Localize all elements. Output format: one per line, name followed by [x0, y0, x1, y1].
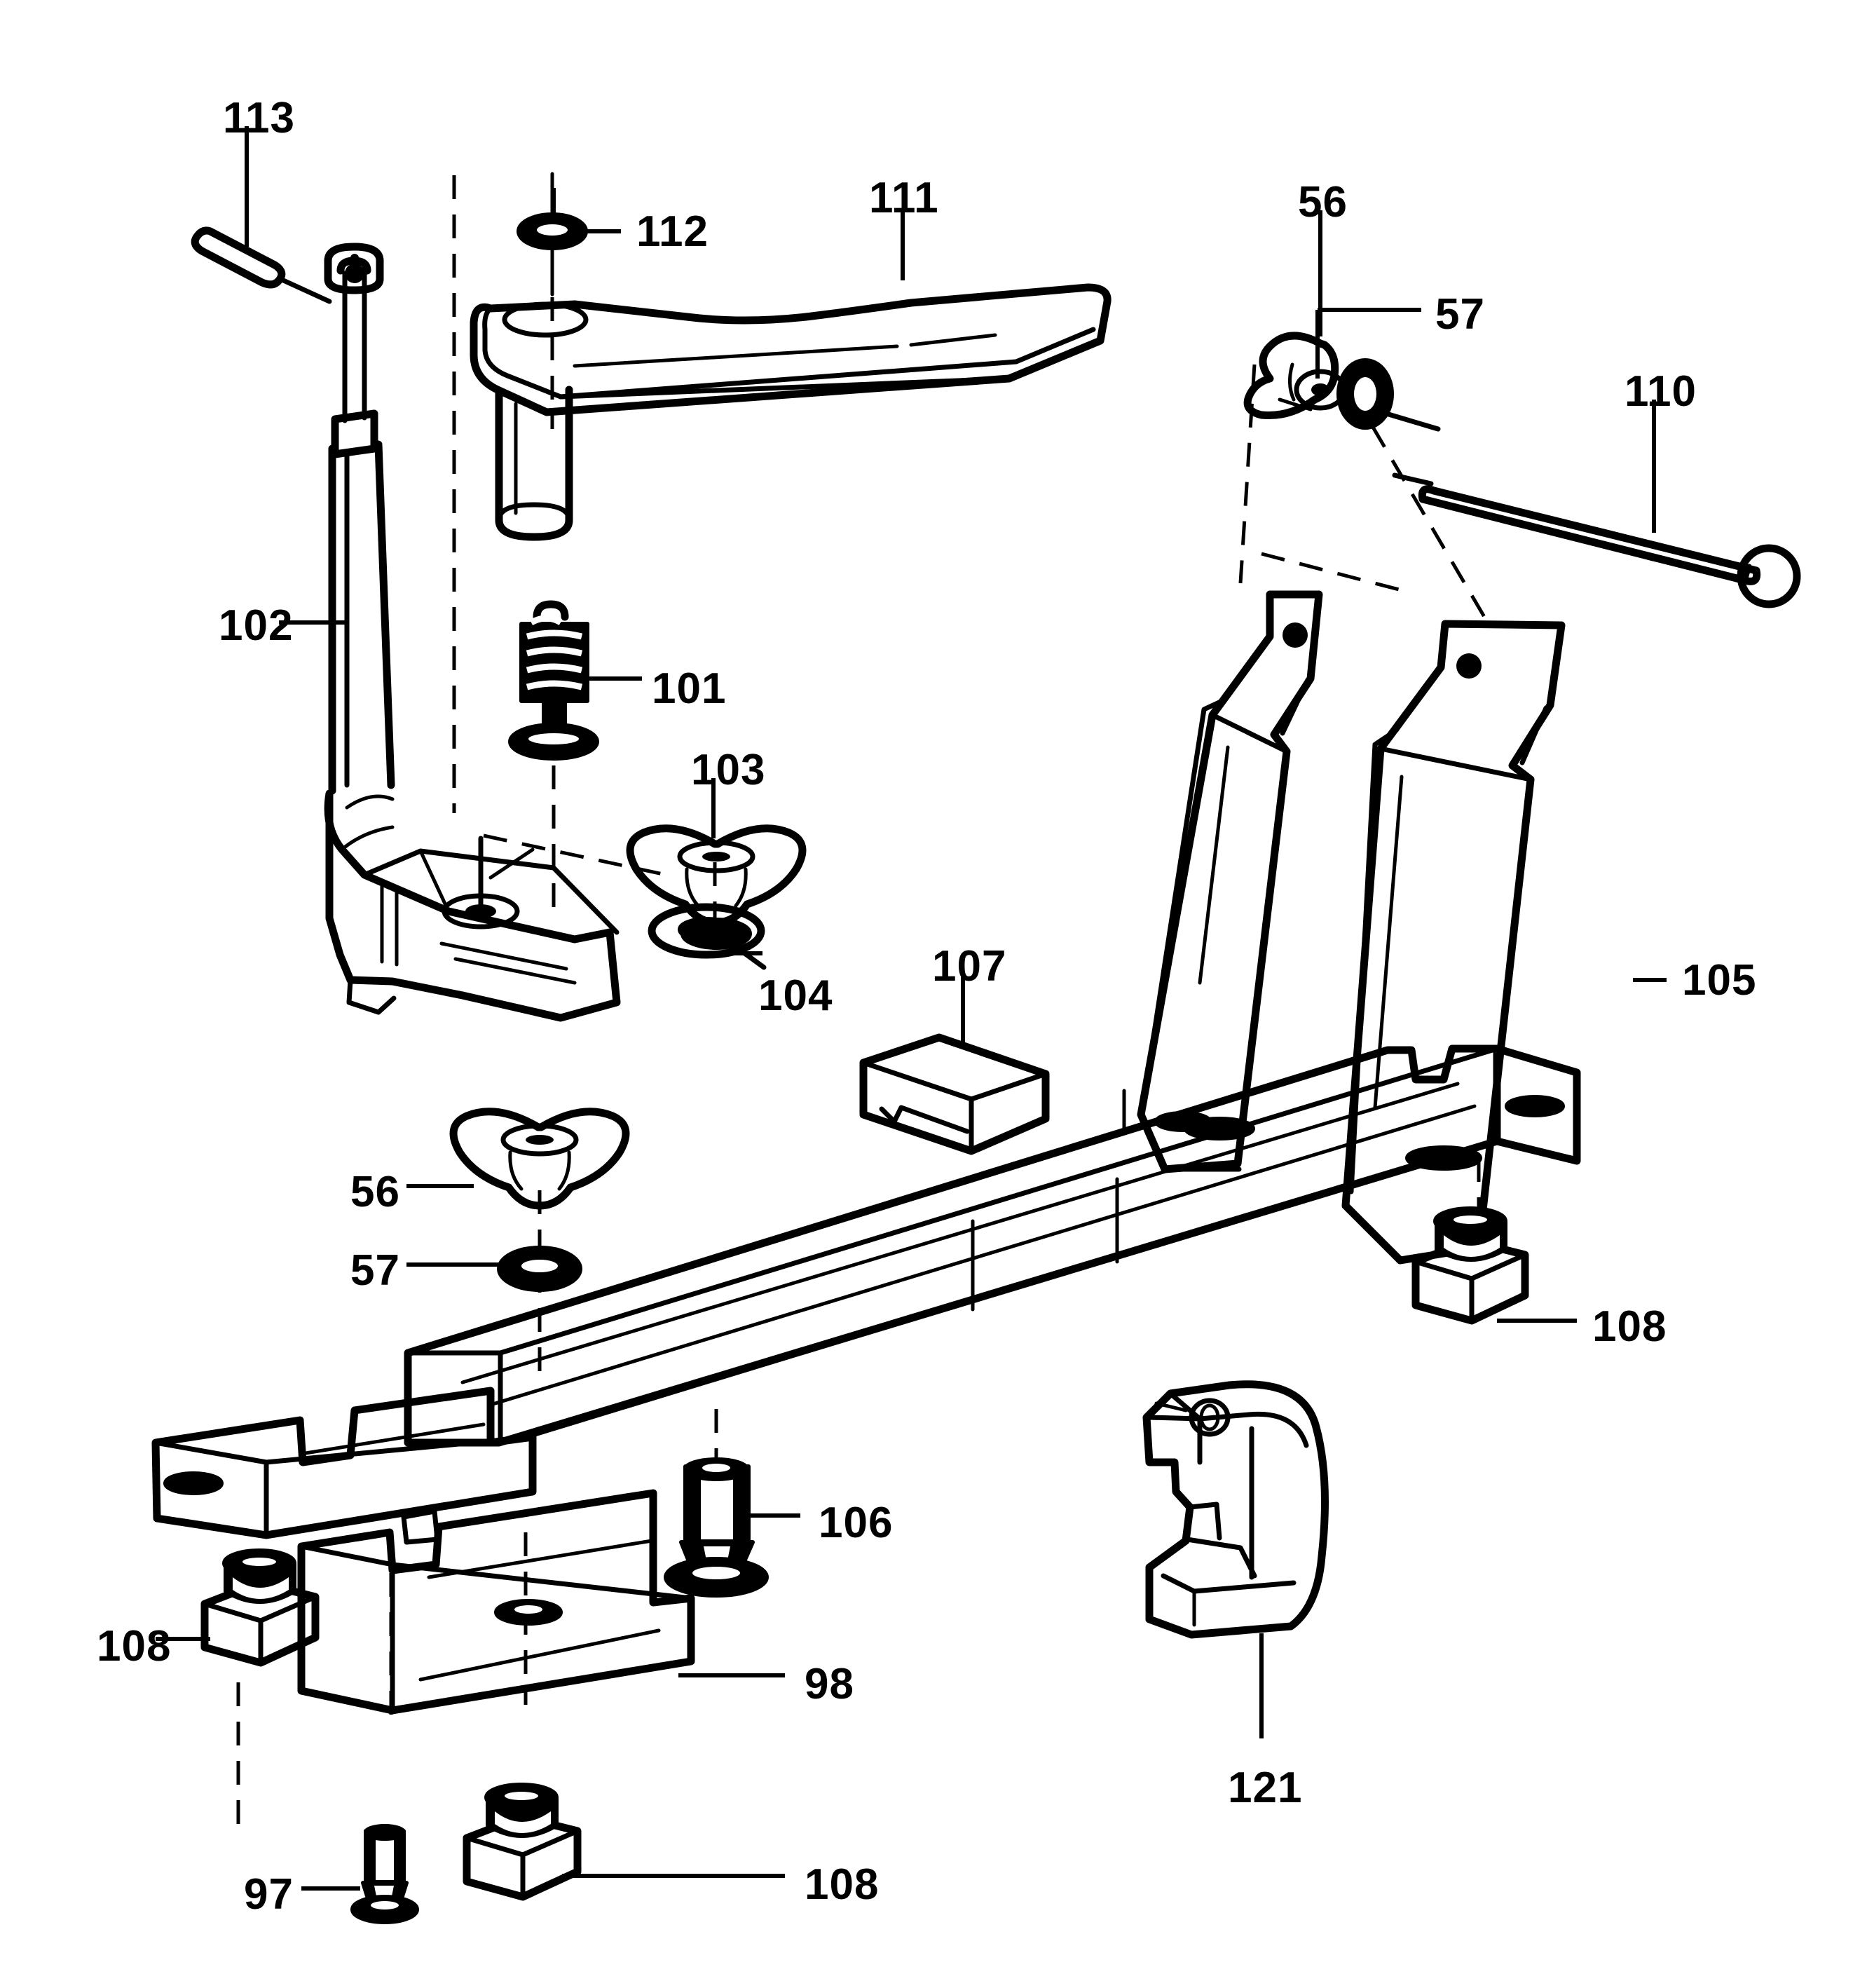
- callout-108-left: 108: [97, 1622, 172, 1670]
- callout-57-top: 57: [1435, 290, 1485, 339]
- callout-102: 102: [219, 601, 294, 650]
- callout-112: 112: [636, 207, 709, 256]
- main-rail-channel: [404, 1044, 1581, 1447]
- callout-108-bottom: 108: [805, 1860, 880, 1909]
- part-57-top-flat-washer: [1336, 358, 1441, 432]
- part-98-base-channel: [151, 1387, 695, 1715]
- callout-110: 110: [1625, 367, 1697, 416]
- part-108-square-nut-insert-right: [1411, 1206, 1529, 1325]
- callout-106: 106: [819, 1499, 894, 1547]
- part-57-bottom-flat-washer: [497, 1246, 582, 1292]
- part-110-locking-rod: [1392, 472, 1801, 608]
- callout-104: 104: [758, 972, 833, 1020]
- part-106-carriage-bolt: [664, 1457, 769, 1598]
- callout-98: 98: [805, 1660, 854, 1708]
- callout-57-bottom: 57: [350, 1246, 400, 1295]
- callout-121: 121: [1228, 1764, 1303, 1812]
- callout-111: 111: [869, 174, 939, 222]
- part-112-washer: [517, 172, 588, 297]
- callout-113: 113: [223, 94, 296, 142]
- part-108-square-nut-insert-bottom: [463, 1783, 582, 1901]
- callout-101: 101: [652, 665, 727, 713]
- callout-97: 97: [244, 1870, 294, 1919]
- part-104-flat-washer: [648, 903, 767, 970]
- part-102-upright-post: [324, 243, 621, 1022]
- callout-56-top: 56: [1298, 178, 1348, 226]
- part-108-square-nut-insert-left: [200, 1548, 320, 1667]
- callout-108-right: 108: [1592, 1302, 1667, 1351]
- callout-107: 107: [932, 942, 1007, 990]
- callout-103: 103: [691, 746, 766, 794]
- callout-105: 105: [1682, 956, 1757, 1005]
- part-121-c-clamp-bracket: [1142, 1380, 1329, 1639]
- callout-56-bottom: 56: [350, 1168, 400, 1216]
- alignment-dashed-lines: [236, 175, 1486, 1828]
- part-56-bottom-wing-nut: [449, 1108, 630, 1210]
- part-107-slider-block: [859, 1033, 1050, 1155]
- part-111-work-support-table: [470, 283, 1112, 541]
- part-97-carriage-bolt: [350, 1824, 419, 1924]
- part-113-retaining-pin: [191, 226, 332, 304]
- part-101-spring-plunger: [508, 600, 599, 761]
